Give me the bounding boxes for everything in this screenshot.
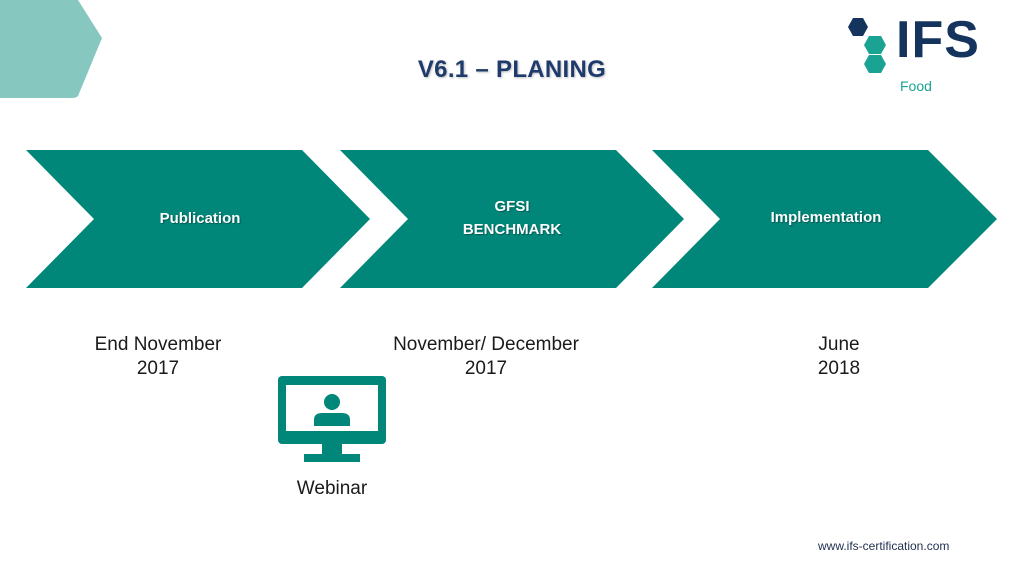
webinar-monitor-icon — [278, 376, 386, 462]
date-line: End November — [94, 334, 222, 355]
label-line: Implementation — [770, 209, 882, 226]
date-publication: End November 2017 — [28, 333, 288, 381]
date-line: 2017 — [136, 358, 180, 379]
date-gfsi-benchmark: November/ December 2017 — [356, 333, 616, 381]
date-line: June — [818, 334, 860, 355]
slide-title: V6.1 – PLANING — [417, 56, 607, 83]
chevron-label-publication: Publication — [100, 207, 300, 230]
date-line: 2018 — [817, 358, 861, 379]
footer-url[interactable]: www.ifs-certification.com — [818, 539, 950, 553]
webinar-label: Webinar — [296, 478, 368, 499]
chevron-publication — [26, 150, 370, 288]
chevron-label-gfsi-benchmark: GFSI BENCHMARK — [412, 195, 612, 241]
chevron-implementation — [652, 150, 997, 288]
chevron-label-implementation: Implementation — [726, 206, 926, 229]
label-line: BENCHMARK — [462, 221, 562, 238]
logo-subtitle: Food — [900, 78, 932, 94]
label-line: GFSI — [494, 198, 530, 215]
logo-brand-text: IFS — [896, 11, 980, 69]
logo-hexagons-icon — [848, 18, 886, 73]
corner-decoration — [0, 0, 102, 98]
date-line: November/ December — [393, 334, 579, 355]
label-line: Publication — [159, 210, 241, 227]
ifs-logo: IFS Food — [846, 11, 986, 98]
chevron-gfsi-benchmark — [340, 150, 684, 288]
date-line: 2017 — [464, 358, 508, 379]
date-implementation: June 2018 — [709, 333, 969, 381]
